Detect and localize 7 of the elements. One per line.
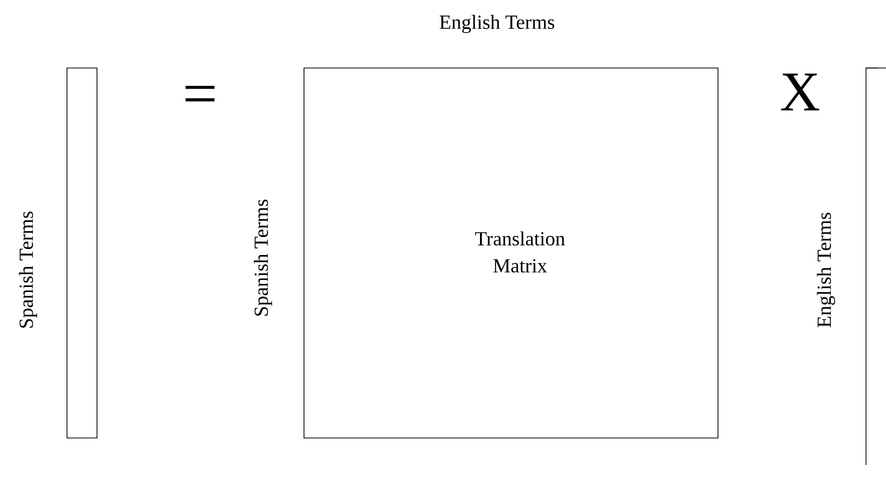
operator-symbol: = [186, 86, 214, 102]
node-label: Spanish Terms [18, 212, 38, 328]
node-label: English Terms [440, 14, 554, 34]
vector-box: Spanish Terms [18, 68, 98, 438]
operator-symbol: X [781, 74, 820, 110]
node-label: Spanish Terms [254, 200, 272, 316]
matrix-box: English Terms Spanish Terms Translation Matrix [254, 14, 718, 438]
